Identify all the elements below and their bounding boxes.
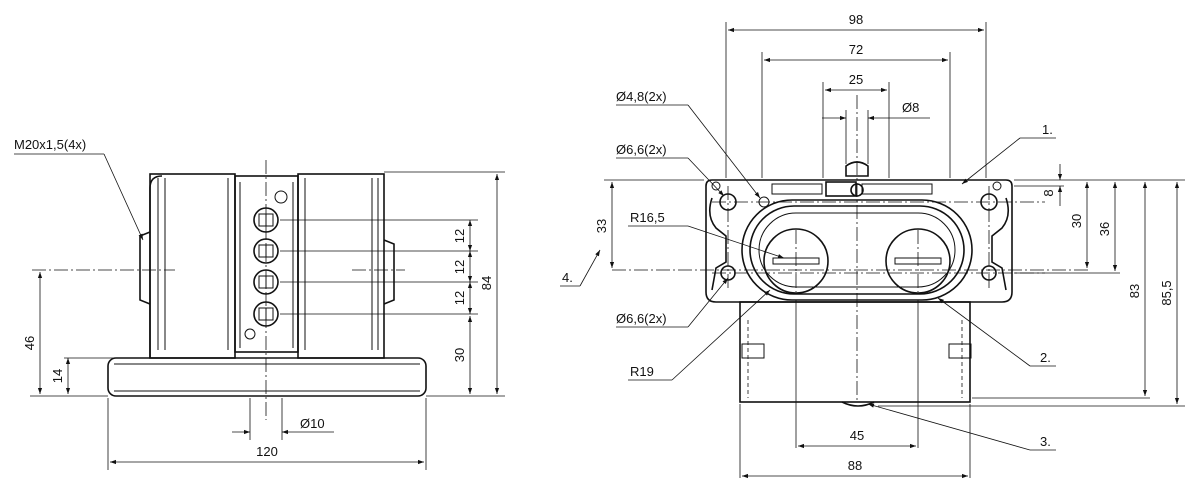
lower-body bbox=[739, 301, 971, 403]
right-housing bbox=[297, 173, 385, 359]
thread-callout: M20x1,5(4x) bbox=[14, 137, 86, 152]
dim-12-c: 12 bbox=[452, 291, 467, 305]
dim-dia-8: Ø8 bbox=[902, 100, 919, 115]
dim-45: 45 bbox=[850, 428, 864, 443]
dim-14: 14 bbox=[50, 369, 65, 383]
callout-r165: R16,5 bbox=[630, 210, 665, 225]
dim-30-top: 30 bbox=[1069, 214, 1084, 228]
right-bore bbox=[885, 228, 951, 294]
plunger-bottom bbox=[841, 401, 875, 407]
dim-98: 98 bbox=[849, 12, 863, 27]
right-entry bbox=[383, 239, 395, 305]
item-3: 3. bbox=[1040, 434, 1051, 449]
callout-hole-66-top: Ø6,6(2x) bbox=[616, 142, 667, 157]
actuator-head bbox=[825, 181, 857, 197]
dim-120: 120 bbox=[256, 444, 278, 459]
dim-36: 36 bbox=[1097, 222, 1112, 236]
dim-12-b: 12 bbox=[452, 260, 467, 274]
dim-72: 72 bbox=[849, 42, 863, 57]
dim-46: 46 bbox=[22, 336, 37, 350]
item-4: 4. bbox=[562, 270, 573, 285]
item-1: 1. bbox=[1042, 122, 1053, 137]
callout-hole-48: Ø4,8(2x) bbox=[616, 89, 667, 104]
item-2: 2. bbox=[1040, 350, 1051, 365]
outer-oval bbox=[741, 199, 973, 301]
contact-block bbox=[234, 175, 299, 353]
dim-dia-10: Ø10 bbox=[300, 416, 325, 431]
dim-25: 25 bbox=[849, 72, 863, 87]
dim-33: 33 bbox=[594, 219, 609, 233]
front-view: M20x1,5(4x) 46 14 12 12 12 30 84 Ø10 120 bbox=[14, 137, 505, 470]
dim-88: 88 bbox=[848, 458, 862, 473]
left-bore bbox=[763, 228, 829, 294]
callout-hole-66-bottom: Ø6,6(2x) bbox=[616, 311, 667, 326]
dim-83: 83 bbox=[1127, 284, 1142, 298]
base-plate bbox=[107, 357, 427, 397]
dim-85-5: 85,5 bbox=[1159, 280, 1174, 305]
dim-8: 8 bbox=[1041, 189, 1056, 196]
mounting-flange bbox=[705, 179, 1013, 303]
left-entry bbox=[139, 231, 151, 305]
dim-84: 84 bbox=[479, 276, 494, 290]
callout-r19: R19 bbox=[630, 364, 654, 379]
dim-30-front: 30 bbox=[452, 348, 467, 362]
left-housing bbox=[149, 173, 236, 359]
dim-12-a: 12 bbox=[452, 229, 467, 243]
top-view: 98 72 25 Ø8 Ø4,8(2x) Ø6,6(2x) R16,5 Ø6,6… bbox=[560, 12, 1185, 479]
